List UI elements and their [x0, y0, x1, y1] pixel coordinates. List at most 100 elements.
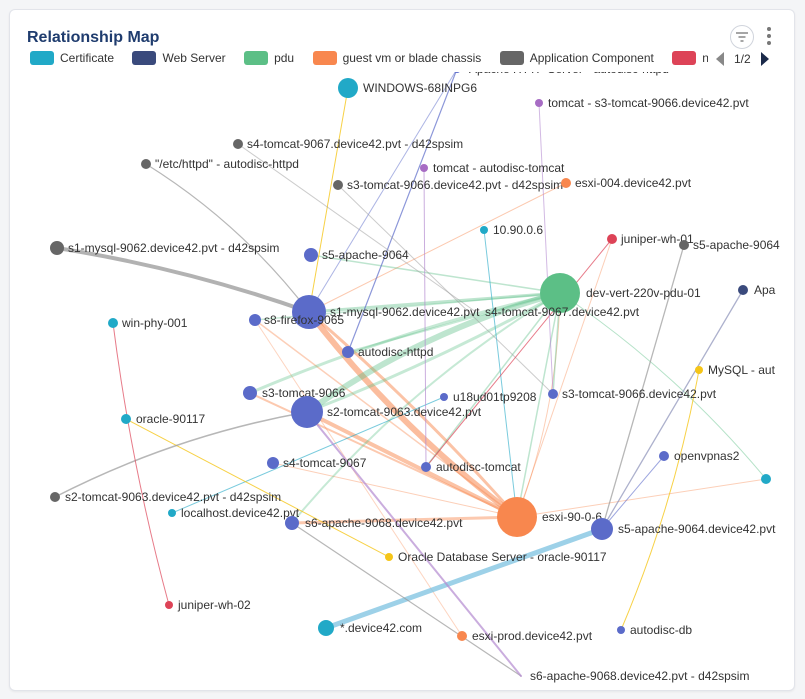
graph-node[interactable]: juniper-wh-02 — [165, 598, 251, 612]
graph-node-dot[interactable] — [540, 273, 580, 313]
graph-node-label[interactable]: s4-tomcat-9067.device42.pvt — [485, 305, 640, 319]
legend-item-certificate[interactable]: Certificate — [30, 48, 114, 68]
graph-node-dot[interactable] — [738, 285, 748, 295]
graph-node-dot[interactable] — [535, 99, 543, 107]
more-options-button[interactable] — [762, 25, 776, 47]
graph-node-label[interactable]: "/etc/httpd" - autodisc-httpd — [155, 157, 299, 171]
graph-node-label[interactable]: juniper-wh-01 — [620, 232, 694, 246]
graph-node[interactable]: s5-apache-9064 — [679, 238, 780, 252]
graph-node[interactable]: esxi-90-0-6 — [497, 497, 602, 537]
graph-node-dot[interactable] — [285, 516, 299, 530]
graph-node-dot[interactable] — [761, 474, 771, 484]
graph-node-label[interactable]: 10.90.0.6 — [493, 223, 543, 237]
graph-node-dot[interactable] — [679, 240, 689, 250]
graph-node-dot[interactable] — [591, 518, 613, 540]
graph-node-dot[interactable] — [453, 65, 461, 73]
graph-node-label[interactable]: s6-apache-9068.device42.pvt — [305, 516, 463, 530]
graph-node[interactable]: autodisc-tomcat — [421, 460, 521, 474]
graph-node-dot[interactable] — [497, 497, 537, 537]
graph-node-dot[interactable] — [249, 314, 261, 326]
graph-node-dot[interactable] — [267, 457, 279, 469]
chevron-left-icon[interactable] — [716, 52, 724, 66]
graph-node-label[interactable]: Apache HTTP Server - autodisc-httpd — [469, 62, 669, 76]
graph-node-label[interactable]: s5-apache-9064 — [693, 238, 780, 252]
graph-node-dot[interactable] — [292, 295, 326, 329]
graph-node-dot[interactable] — [659, 451, 669, 461]
graph-node-label[interactable]: u18ud01tp9208 — [453, 390, 537, 404]
graph-node[interactable]: s5-apache-9064 — [304, 248, 409, 262]
graph-node-dot[interactable] — [304, 248, 318, 262]
graph-node-label[interactable]: s5-apache-9064 — [322, 248, 409, 262]
graph-node-label[interactable]: s3-tomcat-9066.device42.pvt - d42spsim — [347, 178, 563, 192]
graph-node-label[interactable]: s3-tomcat-9066 — [262, 386, 346, 400]
graph-node-label[interactable]: openvpnas2 — [674, 449, 740, 463]
graph-node[interactable]: esxi-prod.device42.pvt — [457, 629, 593, 643]
graph-node-label[interactable]: s6-apache-9068.device42.pvt - d42spsim — [530, 669, 749, 683]
graph-node[interactable]: s3-tomcat-9066 — [243, 386, 346, 400]
graph-node[interactable]: Apa — [738, 283, 776, 297]
graph-node[interactable]: s6-apache-9068.device42.pvt — [285, 516, 463, 530]
graph-node-label[interactable]: *.device42.com — [340, 621, 422, 635]
graph-node-label[interactable]: s2-tomcat-9063.device42.pvt — [327, 405, 482, 419]
graph-node[interactable]: Apache HTTP Server - autodisc-httpd — [453, 62, 669, 76]
chevron-right-icon[interactable] — [760, 52, 769, 66]
graph-node-label[interactable]: s1-mysql-9062.device42.pvt — [330, 305, 480, 319]
graph-node[interactable]: s1-mysql-9062.device42.pvt — [292, 295, 480, 329]
graph-node-dot[interactable] — [457, 631, 467, 641]
graph-node[interactable]: s5-apache-9064.device42.pvt — [591, 518, 776, 540]
graph-node[interactable]: s4-tomcat-9067 — [267, 456, 367, 470]
legend-item-guest-vm[interactable]: guest vm or blade chassis — [312, 48, 481, 68]
graph-node-label[interactable]: s4-tomcat-9067 — [283, 456, 367, 470]
graph-node-label[interactable]: tomcat - autodisc-tomcat — [433, 161, 565, 175]
graph-node-label[interactable]: s1-mysql-9062.device42.pvt - d42spsim — [68, 241, 279, 255]
graph-node-dot[interactable] — [548, 389, 558, 399]
graph-node[interactable]: autodisc-httpd — [342, 345, 433, 359]
graph-node-label[interactable]: s4-tomcat-9067.device42.pvt - d42spsim — [247, 137, 463, 151]
graph-node[interactable]: WINDOWS-68INPG6 — [338, 78, 477, 98]
graph-node[interactable]: localhost.device42.pvt — [168, 506, 300, 520]
graph-node-dot[interactable] — [333, 180, 343, 190]
graph-node[interactable]: MySQL - aut — [695, 363, 776, 377]
graph-node[interactable]: win-phy-001 — [108, 316, 188, 330]
graph-node-dot[interactable] — [233, 139, 243, 149]
graph-node[interactable]: esxi-004.device42.pvt — [561, 176, 692, 190]
graph-node[interactable]: s2-tomcat-9063.device42.pvt - d42spsim — [50, 490, 281, 504]
graph-node-label[interactable]: s3-tomcat-9066.device42.pvt — [562, 387, 717, 401]
graph-node-dot[interactable] — [243, 386, 257, 400]
graph-node-dot[interactable] — [440, 393, 448, 401]
graph-node[interactable]: dev-vert-220v-pdu-01 — [540, 273, 701, 313]
graph-node[interactable]: "/etc/httpd" - autodisc-httpd — [141, 157, 299, 171]
graph-node[interactable]: s1-mysql-9062.device42.pvt - d42spsim — [50, 241, 279, 255]
legend-item-web-server[interactable]: Web Server — [132, 48, 226, 68]
graph-node[interactable]: u18ud01tp9208 — [440, 390, 537, 404]
graph-node-dot[interactable] — [342, 346, 354, 358]
graph-node-dot[interactable] — [50, 241, 64, 255]
graph-node-label[interactable]: s2-tomcat-9063.device42.pvt - d42spsim — [65, 490, 281, 504]
graph-node[interactable]: openvpnas2 — [659, 449, 740, 463]
legend-item-network[interactable]: network — [672, 48, 708, 68]
graph-node[interactable]: tomcat - s3-tomcat-9066.device42.pvt — [535, 96, 749, 110]
graph-node[interactable]: s4-tomcat-9067.device42.pvt — [485, 305, 640, 319]
graph-node-label[interactable]: Apa — [754, 283, 776, 297]
legend-item-pdu[interactable]: pdu — [244, 48, 294, 68]
graph-node-label[interactable]: tomcat - s3-tomcat-9066.device42.pvt — [548, 96, 749, 110]
graph-node-dot[interactable] — [480, 226, 488, 234]
graph-node[interactable]: oracle-90117 — [121, 412, 205, 426]
legend-item-application-component[interactable]: Application Component — [499, 48, 654, 68]
graph-node[interactable]: s2-tomcat-9063.device42.pvt — [291, 396, 482, 428]
graph-node[interactable]: s4-tomcat-9067.device42.pvt - d42spsim — [233, 137, 463, 151]
graph-node-dot[interactable] — [421, 462, 431, 472]
graph-node-label[interactable]: autodisc-httpd — [358, 345, 433, 359]
graph-node-dot[interactable] — [165, 601, 173, 609]
graph-node-dot[interactable] — [561, 178, 571, 188]
graph-node-label[interactable]: Oracle Database Server - oracle-90117 — [398, 550, 607, 564]
graph-node[interactable]: s8-firefox-9065 — [249, 313, 344, 327]
graph-node-label[interactable]: WINDOWS-68INPG6 — [363, 81, 477, 95]
graph-node-dot[interactable] — [695, 366, 703, 374]
graph-node-label[interactable]: localhost.device42.pvt — [181, 506, 300, 520]
graph-node-label[interactable]: MySQL - aut — [708, 363, 776, 377]
graph-node[interactable]: s3-tomcat-9066.device42.pvt — [548, 387, 717, 401]
graph-node-dot[interactable] — [420, 164, 428, 172]
graph-node-dot[interactable] — [607, 234, 617, 244]
